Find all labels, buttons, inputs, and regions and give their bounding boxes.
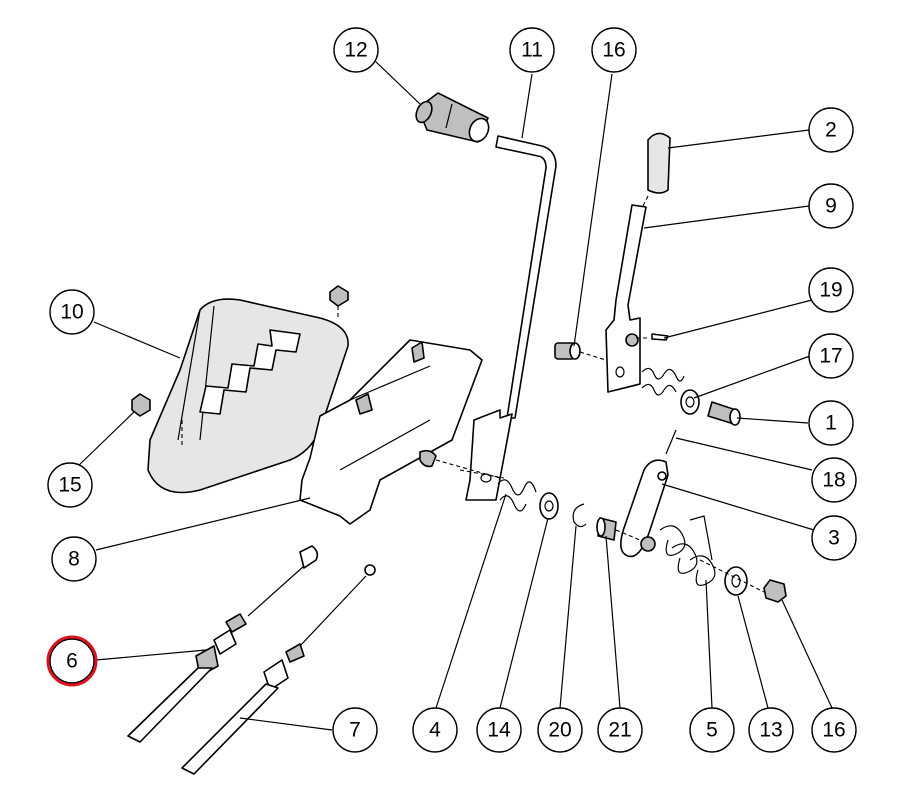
- part-shift-rod: [459, 135, 557, 501]
- svg-text:3: 3: [828, 527, 840, 550]
- part-e-clip: [572, 503, 587, 528]
- part-cable-7: [181, 564, 376, 775]
- svg-text:21: 21: [608, 719, 631, 742]
- part-washer-13: [724, 566, 748, 596]
- svg-text:16: 16: [822, 719, 845, 742]
- part-cotter-pin: [665, 429, 677, 455]
- part-hex-bolt: [699, 559, 787, 603]
- callout-20: 20: [537, 707, 583, 753]
- svg-text:6: 6: [66, 650, 78, 673]
- svg-text:7: 7: [349, 719, 361, 742]
- callout-14: 14: [476, 707, 522, 753]
- part-spacer: [596, 517, 641, 541]
- callout-10: 10: [49, 289, 95, 335]
- part-washer-14: [539, 492, 559, 520]
- part-handle-knob: [639, 132, 671, 213]
- svg-text:8: 8: [68, 548, 80, 571]
- callout-9: 9: [808, 183, 854, 229]
- svg-text:14: 14: [487, 719, 511, 742]
- svg-text:18: 18: [822, 469, 845, 492]
- part-small-pin: [636, 333, 669, 341]
- callout-8: 8: [51, 536, 97, 582]
- callout-19: 19: [808, 267, 854, 313]
- callout-4: 4: [412, 707, 458, 753]
- callout-6-highlighted: 6: [46, 635, 98, 687]
- svg-text:1: 1: [825, 412, 837, 435]
- callout-15: 15: [47, 462, 93, 508]
- callout-1: 1: [808, 400, 854, 446]
- part-cable-6: [127, 545, 319, 743]
- part-spring-4: [497, 479, 537, 512]
- callout-5: 5: [689, 707, 735, 753]
- callout-16-bottom: 16: [811, 707, 857, 753]
- svg-text:11: 11: [521, 39, 543, 62]
- part-bolt-top: [554, 342, 613, 363]
- svg-text:12: 12: [344, 39, 367, 62]
- callout-3: 3: [811, 515, 857, 561]
- svg-text:16: 16: [602, 39, 625, 62]
- leader-lines: [75, 59, 833, 731]
- callout-18: 18: [811, 457, 857, 503]
- svg-text:4: 4: [429, 719, 441, 742]
- part-lever-arm: [605, 204, 647, 393]
- svg-text:20: 20: [548, 719, 571, 742]
- svg-text:5: 5: [706, 719, 718, 742]
- part-bushing: [707, 401, 741, 426]
- part-bolt-cover-top: [329, 285, 349, 320]
- callout-11: 11: [509, 27, 555, 73]
- svg-text:13: 13: [759, 719, 782, 742]
- part-bolt-left: [131, 393, 151, 417]
- highlight-ring: [46, 635, 98, 687]
- part-bracket-plate: [620, 459, 669, 558]
- callout-21: 21: [597, 707, 643, 753]
- part-mounting-bracket: [299, 339, 501, 525]
- svg-text:17: 17: [819, 345, 842, 368]
- callout-7: 7: [332, 707, 378, 753]
- callout-12: 12: [333, 27, 379, 73]
- callout-2: 2: [808, 107, 854, 153]
- part-torsion-spring: [659, 515, 716, 586]
- svg-text:10: 10: [60, 301, 83, 324]
- part-knob-grip: [415, 92, 490, 143]
- callout-13: 13: [748, 707, 794, 753]
- part-shift-cover: [147, 298, 349, 494]
- svg-text:15: 15: [58, 474, 81, 497]
- callout-16-top: 16: [591, 27, 637, 73]
- svg-text:19: 19: [819, 279, 842, 302]
- svg-text:9: 9: [825, 195, 837, 218]
- svg-text:2: 2: [825, 119, 837, 142]
- callout-17: 17: [808, 333, 854, 379]
- part-spring-washer: [641, 367, 700, 415]
